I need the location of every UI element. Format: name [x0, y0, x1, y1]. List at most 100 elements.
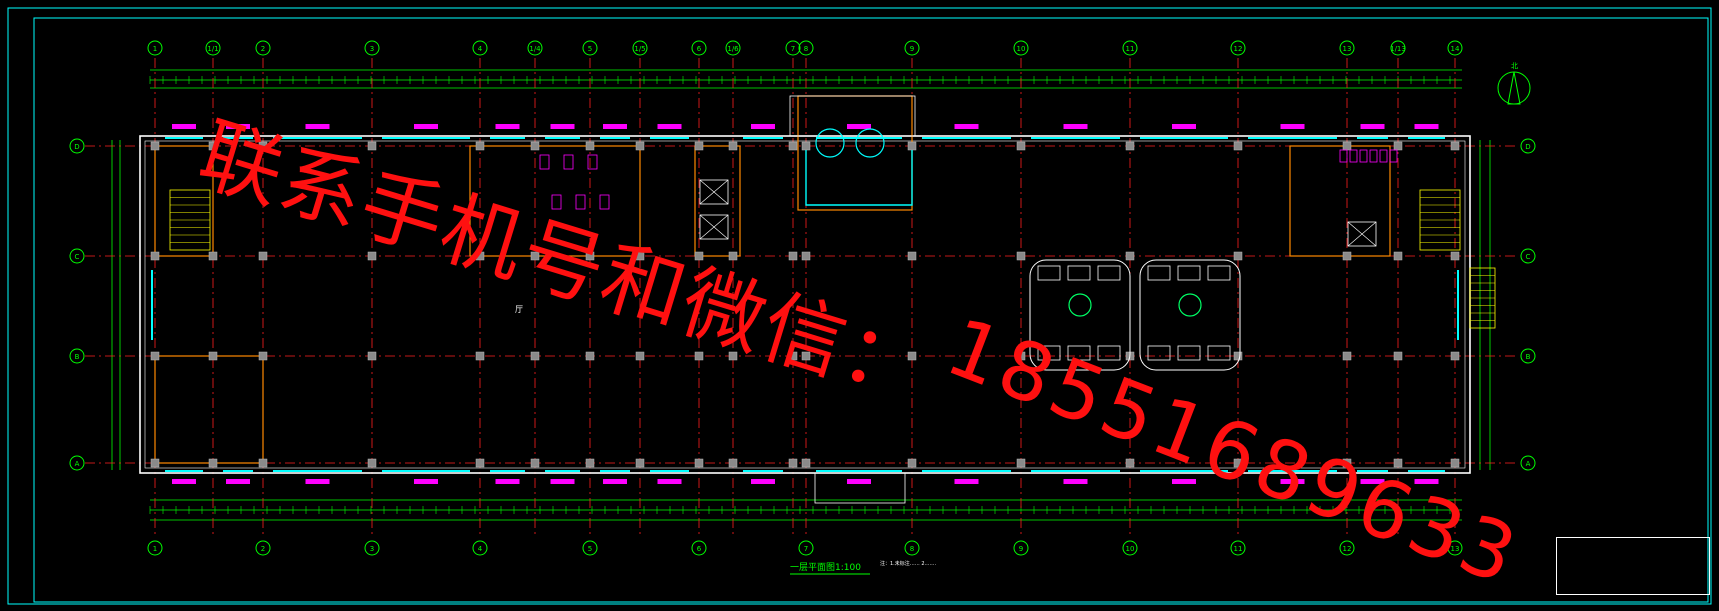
- axis-label-bottom: 9: [1019, 545, 1023, 553]
- interior-room: [1289, 145, 1391, 257]
- column: [208, 351, 218, 361]
- column: [367, 351, 377, 361]
- axis-bubble-top: [527, 40, 543, 56]
- axis-label-side: A: [1526, 460, 1531, 468]
- interior-room: [694, 145, 741, 257]
- column: [907, 251, 917, 261]
- toilet-fixture: [539, 154, 550, 170]
- column: [530, 251, 540, 261]
- toilet-fixture: [1369, 149, 1378, 163]
- elevator-shaft: [699, 179, 729, 205]
- window-tag: [550, 124, 575, 129]
- window-tag: [305, 479, 330, 484]
- axis-label-bottom: 3: [370, 545, 374, 553]
- elevator-cross: [1347, 221, 1377, 247]
- window-tag: [226, 479, 250, 484]
- sofa: [1097, 265, 1121, 281]
- room-label-hall: 厅: [515, 305, 523, 314]
- planter: [1178, 293, 1202, 317]
- window-tag: [1414, 124, 1439, 129]
- axis-label-top: 1/6: [727, 45, 739, 53]
- axis-bubble-top: [725, 40, 741, 56]
- column: [1125, 251, 1135, 261]
- window-tag: [603, 479, 627, 484]
- axis-label-side: D: [74, 143, 79, 151]
- column: [1450, 458, 1460, 468]
- column: [1125, 141, 1135, 151]
- window-tag: [954, 124, 979, 129]
- axis-label-top: 1/1: [207, 45, 218, 53]
- column: [788, 251, 798, 261]
- axis-bubble-top: [691, 40, 707, 56]
- column: [1450, 351, 1460, 361]
- window-tag: [751, 124, 775, 129]
- window-tag: [495, 124, 520, 129]
- sofa: [1037, 345, 1061, 361]
- revolving-door: [815, 128, 845, 158]
- north-arrow: 北: [1497, 62, 1531, 105]
- column: [728, 458, 738, 468]
- revolving-door: [855, 128, 885, 158]
- building-walls: [139, 95, 1471, 504]
- column: [1016, 351, 1026, 361]
- window-tag: [1360, 479, 1385, 484]
- column: [1342, 458, 1352, 468]
- column: [475, 351, 485, 361]
- toilet-fixture: [551, 194, 562, 210]
- column: [788, 458, 798, 468]
- axis-label-bottom: 13: [1451, 545, 1460, 553]
- column: [208, 458, 218, 468]
- window-tag: [657, 124, 682, 129]
- axis-label-bottom: 12: [1343, 545, 1352, 553]
- axis-bubble-bottom: [904, 540, 920, 556]
- column: [694, 458, 704, 468]
- column: [1342, 251, 1352, 261]
- column: [530, 351, 540, 361]
- exterior-wall: [139, 135, 1471, 474]
- window-tag: [1172, 124, 1196, 129]
- axis-label-side: B: [75, 353, 80, 361]
- axis-label-side: A: [75, 460, 80, 468]
- column: [208, 141, 218, 151]
- axis-label-bottom: 4: [478, 545, 483, 553]
- axis-label-top: 9: [910, 45, 914, 53]
- column: [1393, 458, 1403, 468]
- sofa: [1067, 265, 1091, 281]
- axis-label-top: 12: [1234, 45, 1243, 53]
- column: [585, 251, 595, 261]
- sofa: [1067, 345, 1091, 361]
- column: [694, 351, 704, 361]
- axis-label-top: 1: [153, 45, 157, 53]
- window-tag: [1063, 479, 1088, 484]
- axis-bubble-bottom: [1122, 540, 1138, 556]
- axis-label-top: 13: [1343, 45, 1352, 53]
- axis-bubble-bottom: [1230, 540, 1246, 556]
- column: [258, 351, 268, 361]
- room-details: [169, 128, 1496, 371]
- column: [475, 251, 485, 261]
- column: [1125, 458, 1135, 468]
- toilet-fixture: [575, 194, 586, 210]
- sofa: [1147, 265, 1171, 281]
- column: [475, 141, 485, 151]
- column: [150, 458, 160, 468]
- sofa: [1177, 265, 1201, 281]
- window-tag: [226, 124, 250, 129]
- column: [1016, 141, 1026, 151]
- column: [1233, 458, 1243, 468]
- axis-label-bottom: 5: [588, 545, 592, 553]
- axis-label-side: D: [1525, 143, 1530, 151]
- column: [1342, 351, 1352, 361]
- column: [694, 141, 704, 151]
- column: [801, 458, 811, 468]
- lounge-area: [1139, 259, 1241, 371]
- window-tag: [414, 124, 438, 129]
- window-tag: [1280, 124, 1305, 129]
- axis-bubble-top: [904, 40, 920, 56]
- axis-bubble-top: [1122, 40, 1138, 56]
- planter: [1068, 293, 1092, 317]
- axis-label-top: 3: [370, 45, 374, 53]
- column: [1393, 141, 1403, 151]
- north-label: 北: [1511, 62, 1518, 70]
- sofa: [1097, 345, 1121, 361]
